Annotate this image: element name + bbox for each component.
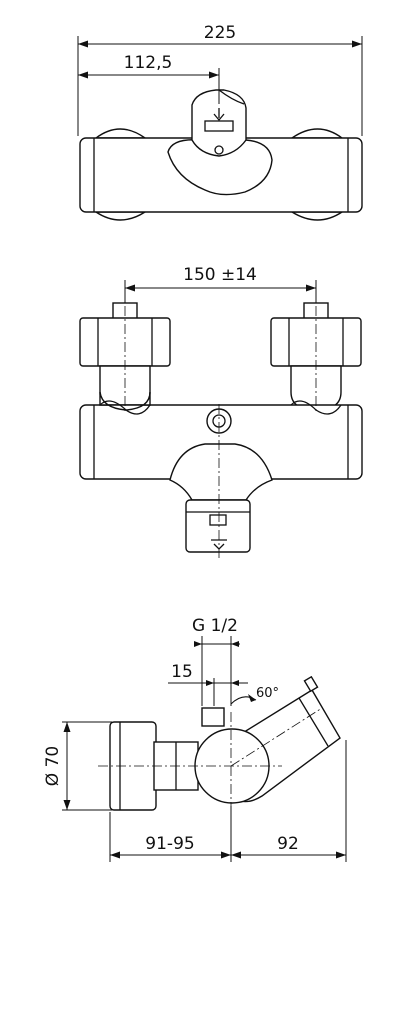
side-view: G 1/2 15 60° Ø 70	[43, 616, 347, 862]
dim-label-225: 225	[204, 23, 236, 43]
dimension-92: 92	[231, 740, 347, 862]
dim-label-diameter-70: Ø 70	[43, 746, 63, 786]
front-view: 150 ±14	[79, 265, 363, 558]
dimension-112-5: 112,5	[78, 53, 220, 90]
dim-label-g-half: G 1/2	[192, 616, 238, 636]
dim-label-15: 15	[171, 662, 193, 682]
top-view: 225 112,5	[77, 23, 363, 221]
dimension-g-half: G 1/2	[192, 616, 240, 706]
dimension-15: 15	[168, 662, 248, 706]
dimension-91-95: 91-95	[109, 806, 232, 862]
dim-label-91-95: 91-95	[145, 834, 194, 854]
dim-label-150: 150 ±14	[183, 265, 257, 285]
dim-label-112-5: 112,5	[124, 53, 173, 73]
dimension-60-deg: 60°	[230, 686, 279, 705]
dim-label-92: 92	[277, 834, 299, 854]
dimension-225: 225	[77, 23, 363, 136]
dimension-diameter-70: Ø 70	[43, 721, 112, 811]
dimension-150: 150 ±14	[124, 265, 317, 312]
dim-label-60-deg: 60°	[256, 686, 279, 701]
